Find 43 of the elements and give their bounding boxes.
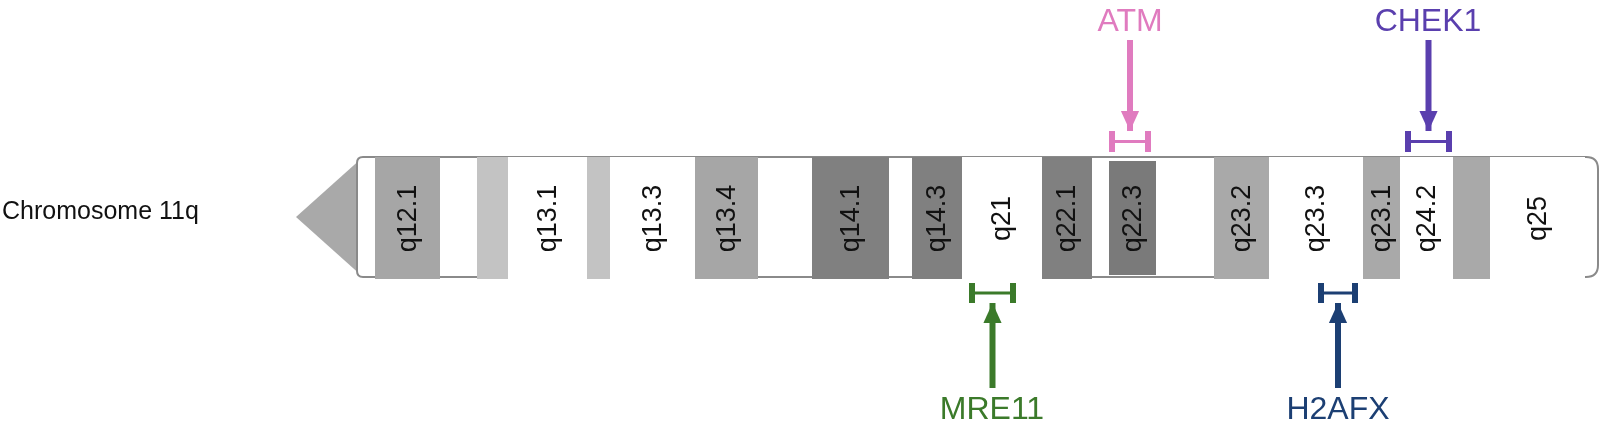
chromosome-band [587, 157, 610, 279]
gene-label: H2AFX [1286, 392, 1390, 424]
locus-range-bracket [1405, 131, 1452, 152]
chromosome-band [812, 157, 889, 279]
arrow [983, 303, 1002, 388]
chromosome-band [1453, 157, 1490, 279]
band-label: q13.3 [639, 184, 666, 252]
band-label: q23.2 [1228, 184, 1255, 252]
band-label: q24.2 [1413, 184, 1440, 252]
band-label: q14.1 [837, 184, 864, 252]
band-label: q14.3 [923, 184, 951, 252]
chromosome-band [1269, 157, 1363, 279]
chromosome-band [1109, 161, 1156, 275]
gene-label: ATM [1097, 4, 1163, 36]
chromosome-band [610, 157, 695, 279]
chromosome-band [695, 157, 758, 279]
chromosome-band [1042, 157, 1092, 279]
arrow [1419, 40, 1438, 131]
gene-label: CHEK1 [1374, 4, 1482, 36]
band-label: q22.1 [1053, 184, 1081, 252]
chromosome-band [912, 157, 962, 279]
chromosome-band [508, 157, 587, 279]
gene-label: MRE11 [939, 392, 1045, 424]
chromosome-band [1363, 157, 1400, 279]
chromosome-band [1400, 157, 1453, 279]
band-label: q25 [1524, 195, 1551, 241]
locus-range-bracket [1109, 131, 1151, 152]
band-label: q21 [988, 195, 1016, 241]
arrow [1120, 40, 1140, 131]
locus-range-bracket [1318, 283, 1358, 303]
band-label: q23.1 [1368, 184, 1395, 252]
chromosome-band [375, 157, 440, 279]
band-label: q13.4 [713, 184, 740, 252]
chromosome-band [477, 157, 508, 279]
locus-range-bracket [969, 283, 1016, 303]
arrow [1328, 303, 1348, 388]
band-label: q13.1 [534, 184, 561, 252]
chromosome-band [1214, 157, 1269, 279]
chromosome-band [962, 157, 1042, 279]
band-label: q12.1 [394, 184, 421, 252]
band-label: q23.3 [1302, 184, 1330, 252]
band-label: q22.3 [1119, 184, 1146, 252]
chromosome-label: Chromosome 11q [2, 198, 199, 223]
